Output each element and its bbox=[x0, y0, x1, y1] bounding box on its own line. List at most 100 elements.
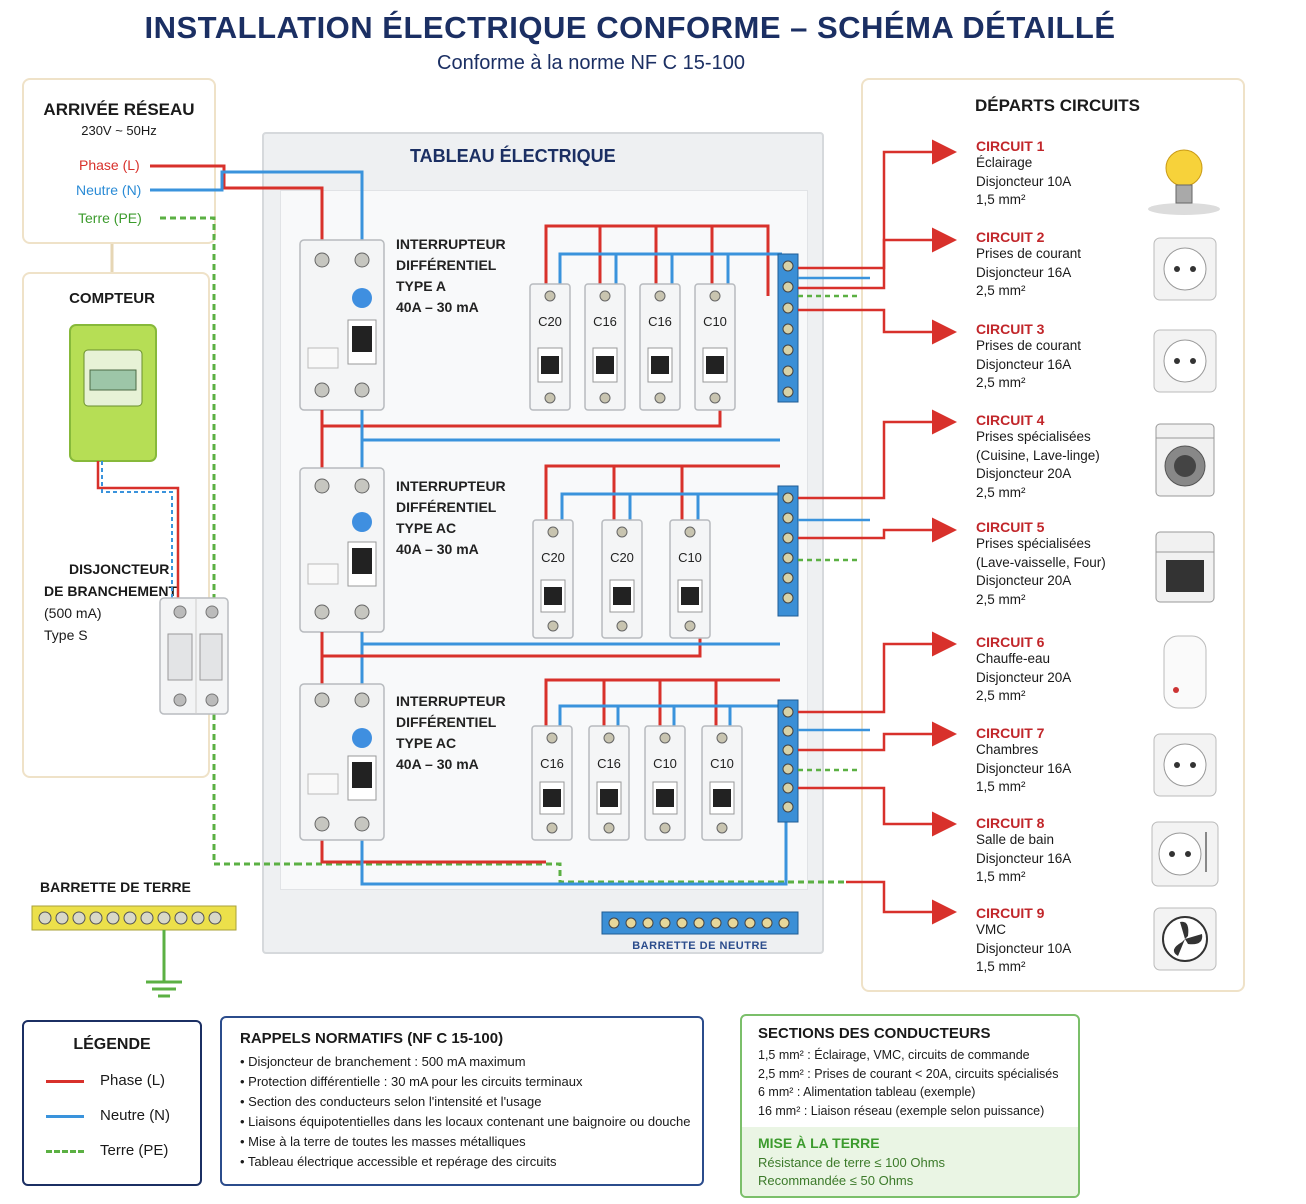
legend-neutre-swatch bbox=[46, 1115, 84, 1118]
legend-phase-label: Phase (L) bbox=[100, 1072, 166, 1089]
rcd-a-l1: INTERRUPTEUR bbox=[396, 236, 506, 252]
rappels-item: • Mise à la terre de toutes les masses m… bbox=[240, 1134, 526, 1149]
breaker-2-2-label: C20 bbox=[610, 550, 634, 565]
oven-icon bbox=[1155, 531, 1215, 603]
circuit-1-line2: Disjoncteur 10A bbox=[976, 173, 1072, 189]
page-title: INSTALLATION ÉLECTRIQUE CONFORME – SCHÉM… bbox=[144, 10, 1116, 45]
circuit-1-line3: 1,5 mm² bbox=[976, 192, 1026, 207]
socket-icon bbox=[1153, 237, 1217, 301]
breaker-3-2-label: C16 bbox=[597, 756, 621, 771]
circuit-7-line1: Chambres bbox=[976, 742, 1039, 757]
barrette-terre-title: BARRETTE DE TERRE bbox=[40, 879, 191, 895]
breaker-1-2-label: C16 bbox=[593, 314, 617, 329]
earth-item: Recommandée ≤ 50 Ohms bbox=[758, 1173, 914, 1188]
socket-icon bbox=[1153, 329, 1217, 393]
circuit-3-line2: Disjoncteur 16A bbox=[976, 356, 1072, 372]
circuit-5: CIRCUIT 5 Prises spécialisées (Lave-vais… bbox=[976, 519, 1106, 609]
arrivee-spec: 230V ~ 50Hz bbox=[81, 123, 157, 138]
breaker-1-1-label: C20 bbox=[538, 314, 562, 329]
disjoncteur-line3: (500 mA) bbox=[44, 605, 102, 621]
rcd-c-label: INTERRUPTEUR DIFFÉRENTIEL TYPE AC 40A – … bbox=[396, 691, 506, 775]
circuit-1: CIRCUIT 1 Éclairage Disjoncteur 10A 1,5 … bbox=[976, 138, 1071, 210]
legend-neutre-label: Neutre (N) bbox=[100, 1107, 171, 1124]
disjoncteur-line4: Type S bbox=[44, 627, 88, 643]
circuit-2-line2: Disjoncteur 16A bbox=[976, 264, 1072, 280]
washing-machine-icon bbox=[1155, 423, 1215, 497]
circuit-1-name: CIRCUIT 1 bbox=[976, 138, 1045, 154]
circuit-8-name: CIRCUIT 8 bbox=[976, 815, 1045, 831]
circuit-4-line3: Disjoncteur 20A bbox=[976, 466, 1072, 481]
wiring-diagram: C20 C16 C16 C10 bbox=[31, 139, 1220, 998]
light-bulb-icon bbox=[1148, 149, 1220, 215]
circuit-5-line3: Disjoncteur 20A bbox=[976, 573, 1072, 588]
departs-title: DÉPARTS CIRCUITS bbox=[975, 96, 1140, 115]
circuit-4-line4: 2,5 mm² bbox=[976, 484, 1026, 500]
sections-list: 1,5 mm² : Éclairage, VMC, circuits de co… bbox=[758, 1046, 1058, 1120]
legend-title: LÉGENDE bbox=[73, 1036, 151, 1053]
circuit-3-name: CIRCUIT 3 bbox=[976, 321, 1045, 337]
rcd-b-l2: DIFFÉRENTIEL bbox=[396, 499, 497, 515]
circuit-9: CIRCUIT 9 VMC Disjoncteur 10A 1,5 mm² bbox=[976, 905, 1071, 977]
breaker-1-3-label: C16 bbox=[648, 314, 672, 329]
circuit-5-name: CIRCUIT 5 bbox=[976, 519, 1045, 535]
circuit-2-line3: 2,5 mm² bbox=[976, 283, 1026, 298]
circuit-7-line2: Disjoncteur 16A bbox=[976, 760, 1072, 776]
circuit-2-name: CIRCUIT 2 bbox=[976, 229, 1045, 245]
circuit-6: CIRCUIT 6 Chauffe-eau Disjoncteur 20A 2,… bbox=[976, 634, 1071, 706]
disjoncteur-branchement-device bbox=[159, 597, 229, 715]
circuit-1-line1: Éclairage bbox=[976, 155, 1033, 170]
rcd-a-l2: DIFFÉRENTIEL bbox=[396, 257, 497, 273]
circuit-7-line3: 1,5 mm² bbox=[976, 779, 1026, 794]
circuit-6-line1: Chauffe-eau bbox=[976, 651, 1051, 666]
sections-item: 16 mm² : Liaison réseau (exemple selon p… bbox=[758, 1103, 1045, 1118]
rappels-item: • Tableau électrique accessible et repér… bbox=[240, 1154, 557, 1169]
circuit-8-line1: Salle de bain bbox=[976, 832, 1055, 847]
rcd-c-l3: TYPE AC bbox=[396, 735, 457, 751]
circuit-5-line1: Prises spécialisées bbox=[976, 536, 1091, 551]
rcd-b-label: INTERRUPTEUR DIFFÉRENTIEL TYPE AC 40A – … bbox=[396, 476, 506, 560]
rcd-b-l1: INTERRUPTEUR bbox=[396, 478, 506, 494]
circuit-9-line1: VMC bbox=[976, 922, 1006, 937]
fan-icon bbox=[1153, 907, 1217, 971]
circuit-9-line2: Disjoncteur 10A bbox=[976, 940, 1072, 956]
sections-item: 6 mm² : Alimentation tableau (exemple) bbox=[758, 1085, 976, 1099]
rcd-a-label: INTERRUPTEUR DIFFÉRENTIEL TYPE A 40A – 3… bbox=[396, 234, 506, 318]
rappels-item: • Protection différentielle : 30 mA pour… bbox=[240, 1074, 583, 1089]
earth-title: MISE À LA TERRE bbox=[758, 1135, 880, 1151]
breaker-row-1: C20 C16 C16 C10 bbox=[529, 283, 736, 411]
legend-box bbox=[22, 1020, 202, 1186]
rappels-item: • Section des conducteurs selon l'intens… bbox=[240, 1094, 542, 1109]
legend-phase-swatch bbox=[46, 1080, 84, 1083]
circuit-2-line1: Prises de courant bbox=[976, 246, 1082, 261]
sections-title: SECTIONS DES CONDUCTEURS bbox=[758, 1025, 991, 1042]
disjoncteur-line1: DISJONCTEUR bbox=[69, 561, 170, 577]
circuit-5-line4: 2,5 mm² bbox=[976, 591, 1026, 607]
circuit-8-line2: Disjoncteur 16A bbox=[976, 850, 1072, 866]
breaker-3-4-label: C10 bbox=[710, 756, 734, 771]
arrivee-title: ARRIVÉE RÉSEAU bbox=[43, 100, 195, 119]
rappels-item: • Liaisons équipotentielles dans les loc… bbox=[240, 1114, 691, 1129]
breaker-row-wiring bbox=[320, 224, 782, 728]
breaker-3-1-label: C16 bbox=[540, 756, 564, 771]
circuit-6-line3: 2,5 mm² bbox=[976, 688, 1026, 703]
earth-band bbox=[742, 1127, 1078, 1196]
compteur-device bbox=[69, 324, 180, 600]
rcd-a-l3: TYPE A bbox=[396, 278, 447, 294]
circuit-3: CIRCUIT 3 Prises de courant Disjoncteur … bbox=[976, 321, 1081, 393]
circuit-4-line1: Prises spécialisées bbox=[976, 429, 1091, 444]
tableau-title: TABLEAU ÉLECTRIQUE bbox=[410, 146, 616, 166]
breaker-3-3-label: C10 bbox=[653, 756, 677, 771]
earth-item: Résistance de terre ≤ 100 Ohms bbox=[758, 1155, 946, 1170]
terminal-blocks bbox=[601, 253, 799, 935]
circuit-6-line2: Disjoncteur 20A bbox=[976, 669, 1072, 685]
rappels-title: RAPPELS NORMATIFS (NF C 15-100) bbox=[240, 1030, 504, 1047]
breaker-row-2: C20 C20 C10 bbox=[532, 519, 711, 639]
disjoncteur-line2: DE BRANCHEMENT bbox=[44, 583, 177, 599]
legend-terre-swatch bbox=[46, 1150, 84, 1153]
rappels-list: • Disjoncteur de branchement : 500 mA ma… bbox=[240, 1052, 691, 1172]
bathroom-socket-icon bbox=[1151, 821, 1219, 887]
breaker-row-3: C16 C16 C10 C10 bbox=[531, 725, 743, 841]
circuit-3-line1: Prises de courant bbox=[976, 338, 1082, 353]
circuit-4-line2: (Cuisine, Lave-linge) bbox=[976, 447, 1100, 463]
rcd-c-l2: DIFFÉRENTIEL bbox=[396, 714, 497, 730]
